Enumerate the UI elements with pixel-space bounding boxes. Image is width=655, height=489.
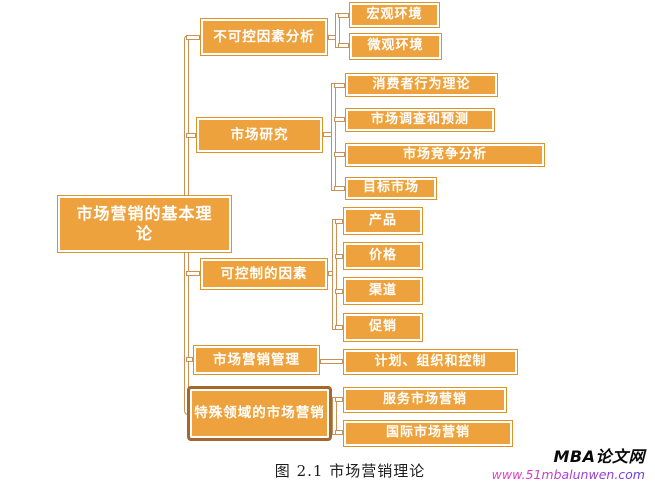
connector-bracket [331, 83, 336, 191]
root-node: 市场营销的基本理论 [57, 195, 232, 253]
connector-stub [334, 117, 345, 122]
watermark: MBA论文网 www.51mbalunwen.com [492, 447, 645, 483]
connector-bracket [332, 397, 337, 435]
leaf-node-target-market: 目标市场 [345, 177, 437, 200]
watermark-site-url: www.51mbalunwen.com [491, 467, 645, 482]
connector-stub [335, 325, 343, 330]
connector-stub [334, 186, 345, 191]
connector-stub [334, 83, 345, 88]
connector-stub [338, 13, 349, 18]
watermark-site-name: MBA论文网 [553, 447, 645, 466]
leaf-node-plan-organize-control: 计划、组织和控制 [343, 349, 518, 375]
connector-stub [335, 397, 343, 402]
leaf-node-channel: 渠道 [343, 277, 423, 305]
connector-stub [335, 289, 343, 294]
leaf-node-price: 价格 [343, 242, 423, 270]
leaf-node-promotion: 促销 [343, 313, 423, 342]
leaf-node-macro-environment: 宏观环境 [349, 2, 440, 28]
connector-branch-management [186, 357, 193, 362]
leaf-node-international-marketing: 国际市场营销 [343, 420, 513, 447]
connector-branch-uncontrollable [186, 35, 200, 40]
leaf-node-micro-environment: 微观环境 [349, 33, 442, 60]
leaf-node-product: 产品 [343, 207, 423, 235]
connector-stub [334, 152, 345, 157]
branch-node-uncontrollable-factors: 不可控因素分析 [200, 18, 328, 56]
branch-node-marketing-management: 市场营销管理 [193, 345, 320, 375]
figure-caption: 图 2.1 市场营销理论 [274, 462, 426, 480]
connector-branch-controllable [186, 271, 200, 276]
leaf-node-market-survey-forecast: 市场调查和预测 [345, 108, 495, 132]
connector-stub [320, 359, 343, 364]
connector-bracket [332, 219, 337, 330]
branch-node-special-field-marketing: 特殊领域的市场营销 [187, 386, 332, 441]
connector-bracket [335, 13, 340, 48]
branch-node-controllable-factors: 可控制的因素 [200, 258, 328, 290]
leaf-node-consumer-behavior: 消费者行为理论 [345, 73, 498, 97]
connector-branch-research [186, 133, 196, 138]
connector-stub [338, 43, 349, 48]
connector-stub [335, 219, 343, 224]
connector-stub [335, 254, 343, 259]
branch-node-market-research: 市场研究 [196, 117, 323, 153]
leaf-node-service-marketing: 服务市场营销 [343, 387, 507, 413]
leaf-node-market-competition-analysis: 市场竞争分析 [345, 143, 545, 167]
connector-stub [335, 430, 343, 435]
